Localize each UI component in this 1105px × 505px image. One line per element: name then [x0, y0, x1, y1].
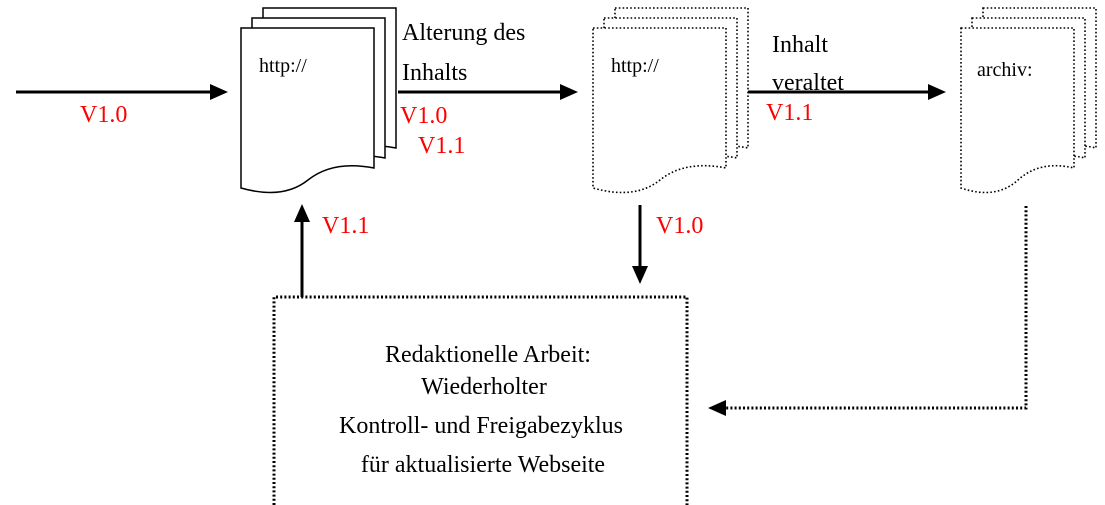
editorial-box-line3: Kontroll- und Freigabezyklus	[339, 413, 623, 439]
arrow-outdated	[748, 84, 946, 100]
version-label-aging-v11: V1.1	[418, 133, 465, 159]
document-stack-aged: http://	[592, 7, 749, 194]
version-label-to-editorial: V1.0	[656, 213, 703, 239]
version-label-outdated: V1.1	[766, 100, 813, 126]
aging-label-line1: Alterung des	[402, 20, 525, 46]
editorial-box-line4: für aktualisierte Webseite	[361, 452, 605, 478]
arrow-to-editorial	[632, 205, 648, 284]
outdated-label-line1: Inhalt	[772, 32, 828, 58]
version-label-from-editorial: V1.1	[322, 213, 369, 239]
arrow-aging	[398, 84, 578, 100]
outdated-label-line2: veraltet	[772, 70, 844, 96]
document-archived-label: archiv:	[977, 59, 1033, 81]
arrow-incoming	[16, 84, 228, 100]
editorial-process-box: Redaktionelle Arbeit: Wiederholter Kontr…	[272, 295, 689, 505]
aging-label-line2: Inhalts	[402, 60, 467, 86]
editorial-box-line2: Wiederholter	[421, 374, 547, 400]
document-aged-label: http://	[611, 55, 659, 77]
version-label-aging-v10: V1.0	[400, 103, 447, 129]
arrow-from-editorial	[294, 204, 310, 297]
editorial-box-line1: Redaktionelle Arbeit:	[385, 342, 591, 368]
version-label-incoming: V1.0	[80, 102, 127, 128]
connector-archive-to-editorial	[708, 206, 1028, 416]
document-stack-current: http://	[240, 7, 397, 194]
document-current-label: http://	[259, 55, 307, 77]
document-stack-archived: archiv:	[960, 7, 1097, 194]
